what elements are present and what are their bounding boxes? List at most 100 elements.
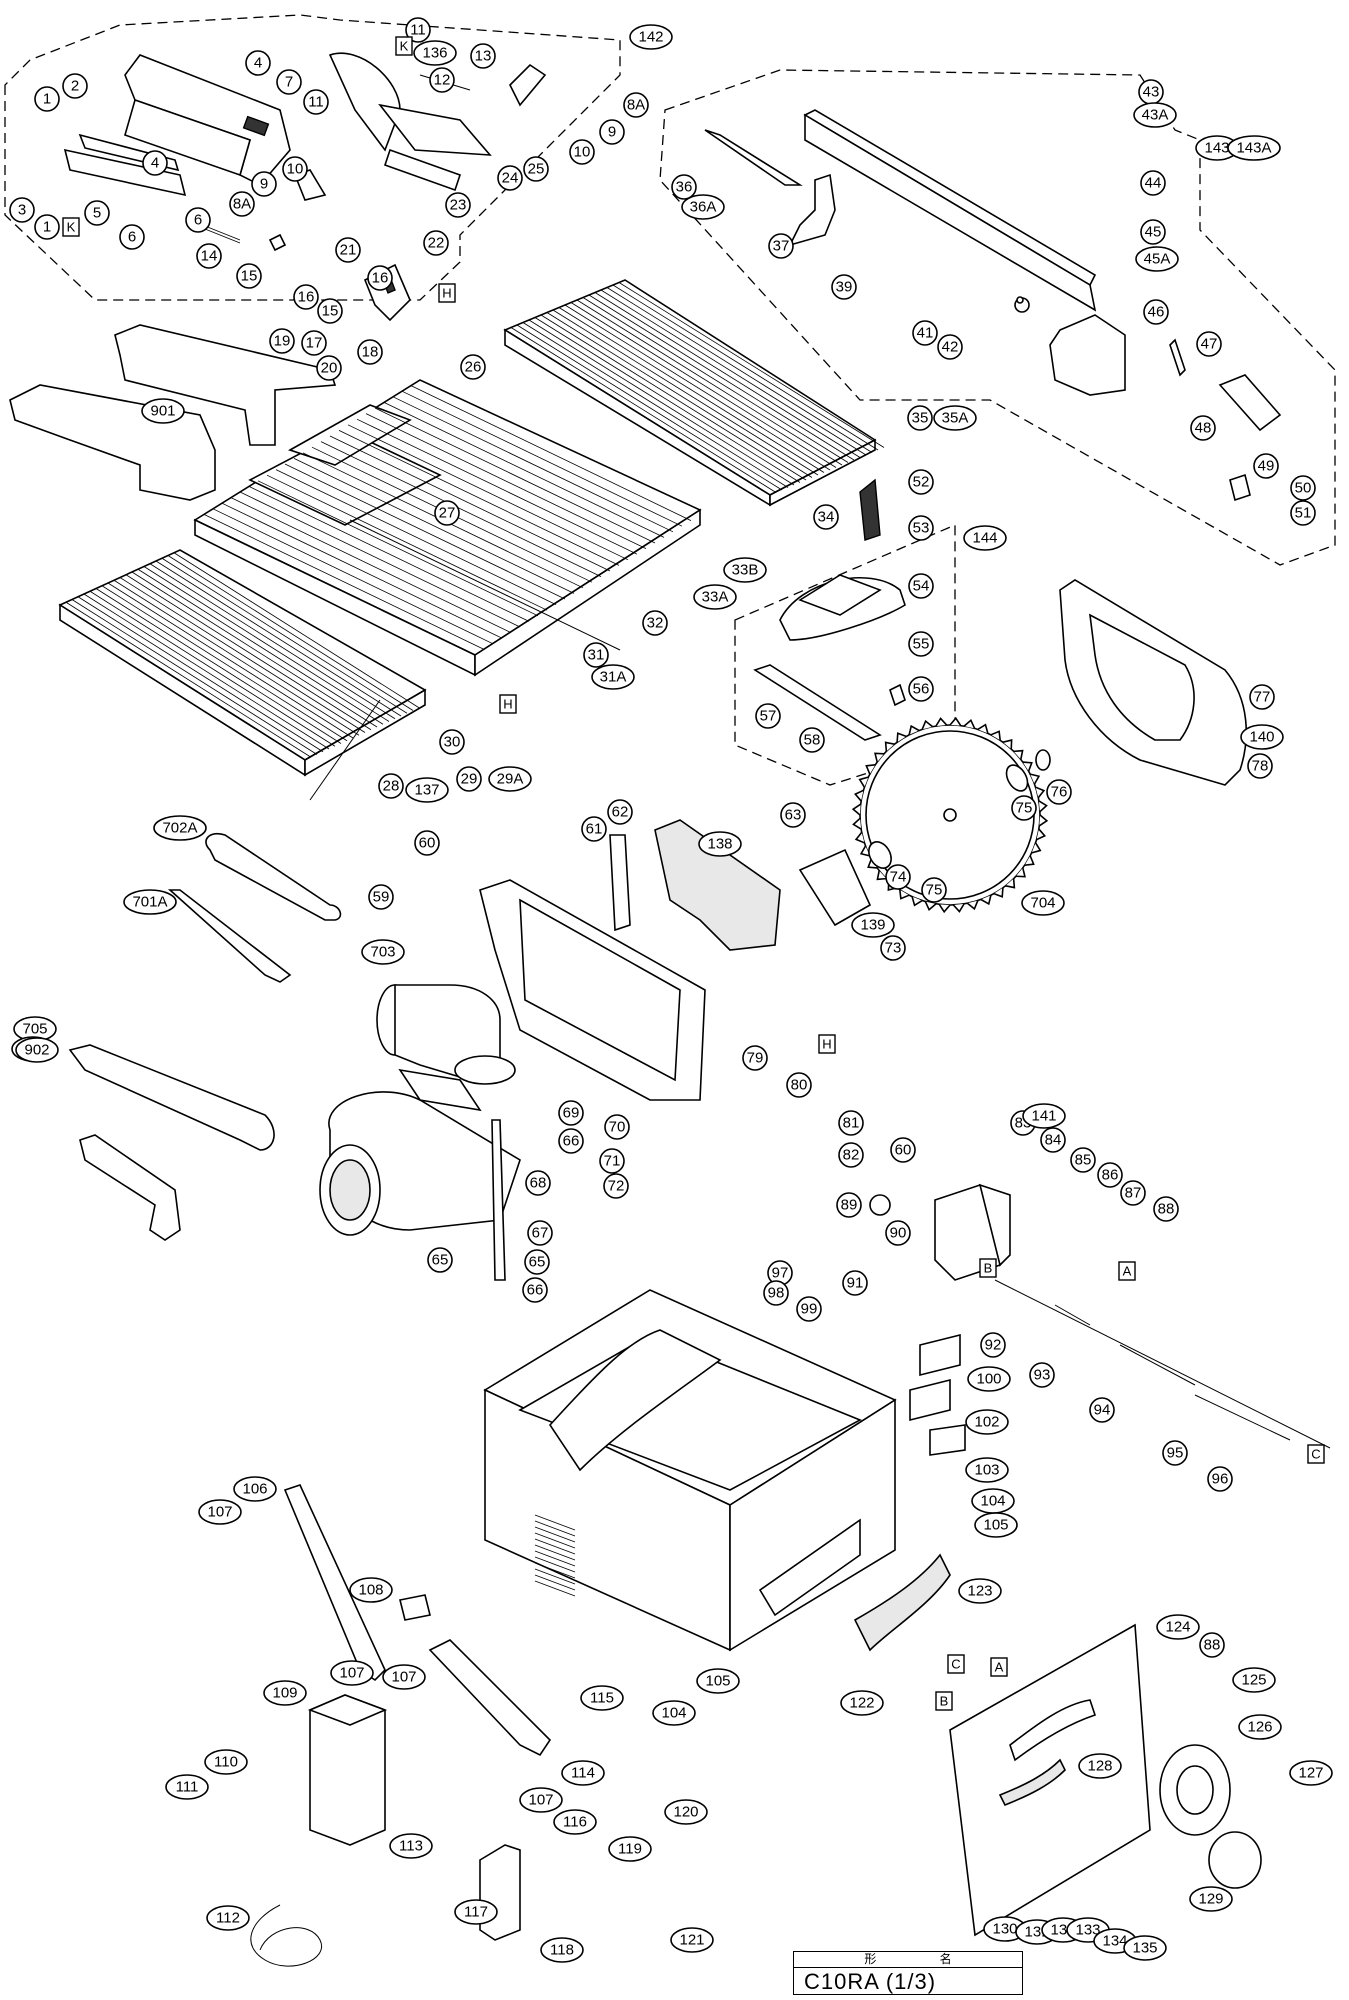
callout-45: 45 <box>1140 219 1166 245</box>
svg-text:93: 93 <box>1034 1367 1051 1384</box>
callout-143a: 143A <box>1227 135 1281 161</box>
svg-text:5: 5 <box>93 205 101 222</box>
callout-53: 53 <box>908 515 934 541</box>
callout-100: 100 <box>967 1366 1011 1392</box>
ref-mark-a: A <box>1118 1261 1136 1281</box>
svg-text:107: 107 <box>391 1669 416 1686</box>
callout-116: 116 <box>553 1809 597 1835</box>
callout-4-2: 4 <box>142 150 168 176</box>
wrench-707 <box>79 1134 181 1241</box>
svg-text:98: 98 <box>768 1285 785 1302</box>
svg-text:125: 125 <box>1241 1672 1266 1689</box>
callout-60-2: 60 <box>890 1137 916 1163</box>
svg-text:85: 85 <box>1075 1152 1092 1169</box>
svg-text:52: 52 <box>913 474 930 491</box>
svg-text:19: 19 <box>274 333 291 350</box>
svg-text:4: 4 <box>151 155 159 172</box>
svg-text:105: 105 <box>983 1517 1008 1534</box>
callout-140: 140 <box>1240 724 1284 750</box>
callout-138: 138 <box>698 831 742 857</box>
svg-text:36: 36 <box>676 179 693 196</box>
svg-text:701A: 701A <box>132 894 167 911</box>
svg-text:32: 32 <box>647 615 664 632</box>
callout-35a: 35A <box>933 405 977 431</box>
callout-133: 133 <box>1066 1917 1110 1943</box>
svg-text:34: 34 <box>818 509 835 526</box>
callout-108: 108 <box>349 1577 393 1603</box>
svg-text:33B: 33B <box>732 562 759 579</box>
svg-text:H: H <box>503 697 512 712</box>
svg-text:68: 68 <box>530 1175 547 1192</box>
svg-text:39: 39 <box>836 279 853 296</box>
callout-74: 74 <box>885 864 911 890</box>
plate-117 <box>479 1844 521 1941</box>
callout-113: 113 <box>389 1833 433 1859</box>
svg-text:2: 2 <box>71 78 79 95</box>
callout-3: 3 <box>9 197 35 223</box>
svg-text:901: 901 <box>150 403 175 420</box>
svg-text:78: 78 <box>1252 758 1269 775</box>
svg-text:104: 104 <box>980 1493 1005 1510</box>
label-103 <box>929 1424 966 1456</box>
callout-106: 106 <box>233 1476 277 1502</box>
callout-901: 901 <box>141 398 185 424</box>
svg-text:119: 119 <box>618 1841 642 1858</box>
svg-text:57: 57 <box>760 708 777 725</box>
svg-text:23: 23 <box>450 197 467 214</box>
svg-text:1: 1 <box>43 91 51 108</box>
callout-37: 37 <box>768 233 794 259</box>
callout-30: 30 <box>439 729 465 755</box>
svg-text:100: 100 <box>976 1371 1001 1388</box>
svg-text:14: 14 <box>201 248 218 265</box>
svg-text:107: 107 <box>207 1504 232 1521</box>
callout-705: 705 <box>13 1016 57 1042</box>
callout-45a: 45A <box>1135 246 1179 272</box>
svg-text:87: 87 <box>1125 1185 1142 1202</box>
svg-text:104: 104 <box>661 1705 686 1722</box>
callout-73: 73 <box>880 935 906 961</box>
ref-mark-b: B <box>979 1258 997 1278</box>
svg-text:24: 24 <box>502 170 519 187</box>
callout-88-2: 88 <box>1199 1632 1225 1658</box>
callout-80: 80 <box>786 1072 812 1098</box>
svg-text:88: 88 <box>1204 1637 1221 1654</box>
callout-47: 47 <box>1196 331 1222 357</box>
svg-text:45: 45 <box>1145 224 1162 241</box>
callout-16: 16 <box>367 265 393 291</box>
svg-text:16: 16 <box>372 270 389 287</box>
svg-text:50: 50 <box>1295 480 1312 497</box>
callout-17: 17 <box>301 330 327 356</box>
svg-text:704: 704 <box>1030 895 1055 912</box>
svg-text:99: 99 <box>801 1301 818 1318</box>
callout-66-2: 66 <box>522 1277 548 1303</box>
svg-text:75: 75 <box>1016 800 1033 817</box>
callout-31a: 31A <box>591 664 635 690</box>
svg-text:59: 59 <box>373 889 390 906</box>
cord-112 <box>250 1904 323 1967</box>
svg-text:95: 95 <box>1167 1445 1184 1462</box>
callout-92: 92 <box>980 1332 1006 1358</box>
callout-86: 86 <box>1097 1162 1123 1188</box>
svg-text:41: 41 <box>917 325 934 342</box>
callout-2: 2 <box>62 73 88 99</box>
callout-28: 28 <box>378 773 404 799</box>
callout-14: 14 <box>196 243 222 269</box>
callout-10: 10 <box>282 156 308 182</box>
svg-text:58: 58 <box>804 732 821 749</box>
svg-text:116: 116 <box>563 1814 587 1831</box>
leg-114 <box>428 1639 552 1757</box>
callout-35: 35 <box>907 405 933 431</box>
svg-text:96: 96 <box>1212 1471 1229 1488</box>
svg-text:8A: 8A <box>627 97 645 114</box>
callout-1-2: 1 <box>34 214 60 240</box>
ref-mark-k: K <box>395 36 413 56</box>
callout-36: 36 <box>671 174 697 200</box>
svg-text:51: 51 <box>1295 505 1312 522</box>
svg-text:123: 123 <box>967 1583 992 1600</box>
callout-43a: 43A <box>1133 102 1177 128</box>
callout-22: 22 <box>423 230 449 256</box>
svg-text:27: 27 <box>439 505 456 522</box>
plate-108 <box>399 1594 431 1621</box>
callout-704: 704 <box>1021 890 1065 916</box>
callout-139: 139 <box>851 912 895 938</box>
